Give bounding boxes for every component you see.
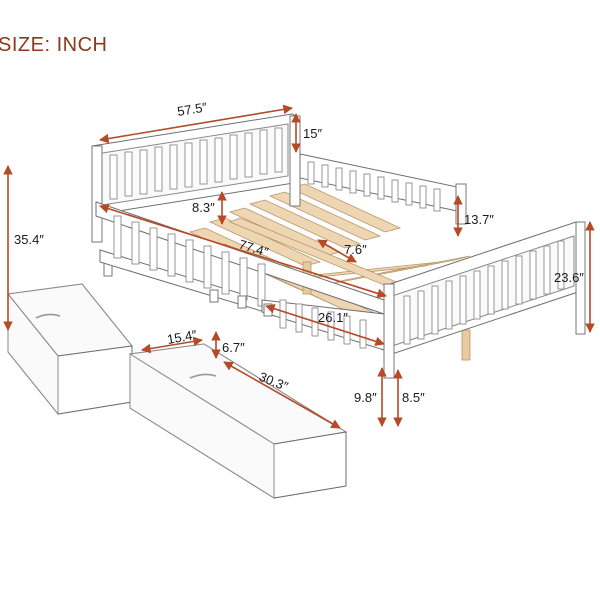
dim-headboard-width: 57.5″	[176, 99, 208, 119]
dim-clearance: 9.8″	[354, 390, 377, 405]
dim-guardrail-height: 8.3″	[192, 200, 215, 215]
dim-guardrail-length: 26.1″	[318, 310, 348, 325]
size-unit-label: SIZE: INCH	[0, 34, 108, 56]
dim-drawer-width: 15.4″	[166, 327, 198, 347]
footboard	[383, 221, 586, 379]
dim-side-rail-height: 13.7″	[464, 212, 494, 227]
dimension-labels: 57.5″ 15″ 8.3″ 35.4″ 77.4″ 7.6″ 13.7″ 23…	[14, 99, 584, 405]
drawer-right	[128, 343, 348, 499]
dimension-arrows	[3, 104, 595, 429]
dim-footboard-height: 23.6″	[554, 270, 584, 285]
dim-overall-height: 35.4″	[14, 232, 44, 247]
dim-headboard-top: 15″	[303, 126, 322, 141]
headboard	[91, 113, 301, 277]
headboard-bars	[109, 127, 283, 200]
drawer-left	[7, 283, 133, 416]
dim-slat-gap: 7.6″	[344, 242, 367, 257]
dim-drawer-height: 6.7″	[222, 340, 245, 355]
dim-leg-height: 8.5″	[402, 390, 425, 405]
bed-illustration	[91, 113, 586, 379]
